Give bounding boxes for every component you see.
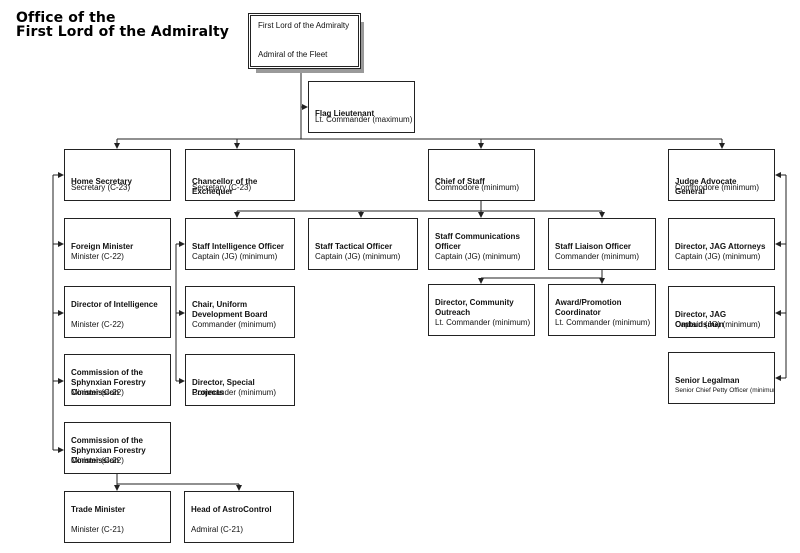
- special-projects-rank: Commander (minimum): [192, 388, 277, 397]
- jag-rank: Commodore (minimum): [675, 183, 760, 192]
- home-secretary-rank: Secretary (C-23): [71, 183, 131, 192]
- home-secretary-title: Home Secretary: [71, 177, 132, 186]
- staff-liaison-rank: Commander (minimum): [555, 252, 640, 261]
- uniform-board-title: Chair, Uniform Development Board: [192, 300, 268, 319]
- flag-lieutenant-rank: Lt. Commander (maximum): [315, 115, 413, 124]
- box-forestry-2[interactable]: Commission of the Sphynxian Forestry Com…: [64, 422, 171, 474]
- jag-title: Judge Advocate General: [675, 177, 737, 196]
- flag-lieutenant-title: Flag Lieutenant: [315, 109, 375, 118]
- community-outreach-title: Director, Community Outreach: [435, 298, 514, 317]
- jag-ombudsman-rank: Captain (JG) (minimum): [675, 320, 761, 329]
- director-intelligence-rank: Minister (C-22): [71, 320, 124, 329]
- staff-comms-rank: Captain (JG) (minimum): [435, 252, 521, 261]
- award-promotion-rank: Lt. Commander (minimum): [555, 318, 651, 327]
- chief-of-staff-rank: Commodore (minimum): [435, 183, 520, 192]
- first-lord-box[interactable]: First Lord of the Admiralty Admiral of t…: [248, 13, 361, 69]
- page-title-line-2: First Lord of the Admiralty: [16, 24, 230, 40]
- jag-attorneys-title: Director, JAG Attorneys: [675, 242, 766, 251]
- astrocontrol-rank: Admiral (C-21): [191, 525, 244, 534]
- chief-of-staff-title: Chief of Staff: [435, 177, 485, 186]
- foreign-minister-title: Foreign Minister: [71, 242, 134, 251]
- special-projects-title: Director, Special Projects: [192, 378, 255, 397]
- staff-comms-title: Staff Communications Officer: [435, 232, 520, 251]
- chancellor-rank: Secretary (C-23): [192, 183, 252, 192]
- page-title: Office of the First Lord of the Admiralt…: [16, 11, 229, 39]
- staff-liaison-title: Staff Liaison Officer: [555, 242, 632, 251]
- forestry-1-rank: Minister (C-22): [71, 388, 124, 397]
- uniform-board-rank: Commander (minimum): [192, 320, 277, 329]
- forestry-2-title: Commission of the Sphynxian Forestry Com…: [71, 436, 146, 465]
- staff-intel-rank: Captain (JG) (minimum): [192, 252, 278, 261]
- community-outreach-rank: Lt. Commander (minimum): [435, 318, 531, 327]
- astrocontrol-title: Head of AstroControl: [191, 505, 272, 514]
- jag-attorneys-rank: Captain (JG) (minimum): [675, 252, 761, 261]
- staff-intel-title: Staff Intelligence Officer: [192, 242, 285, 251]
- jag-ombudsman-title: Director, JAG Ombudsman: [675, 310, 727, 329]
- first-lord-rank: Admiral of the Fleet: [258, 50, 328, 59]
- award-promotion-title: Award/Promotion Coordinator: [555, 298, 622, 317]
- foreign-minister-rank: Minister (C-22): [71, 252, 124, 261]
- director-intelligence-title: Director of Intelligence: [71, 300, 158, 309]
- trade-minister-title: Trade Minister: [71, 505, 126, 514]
- first-lord-title: First Lord of the Admiralty: [258, 21, 350, 30]
- box-forestry-1[interactable]: Commission of the Sphynxian Forestry Com…: [64, 354, 171, 406]
- trade-minister-rank: Minister (C-21): [71, 525, 124, 534]
- staff-tactical-title: Staff Tactical Officer: [315, 242, 393, 251]
- page-title-line-1: Office of the: [16, 10, 116, 26]
- senior-legalman-title: Senior Legalman: [675, 376, 740, 385]
- forestry-1-title: Commission of the Sphynxian Forestry Com…: [71, 368, 146, 397]
- forestry-2-rank: Minister (C-22): [71, 456, 124, 465]
- senior-legalman-rank: Senior Chief Petty Officer (minimum): [675, 387, 775, 394]
- chancellor-title: Chancellor of the Exchequer: [192, 177, 258, 196]
- staff-tactical-rank: Captain (JG) (minimum): [315, 252, 401, 261]
